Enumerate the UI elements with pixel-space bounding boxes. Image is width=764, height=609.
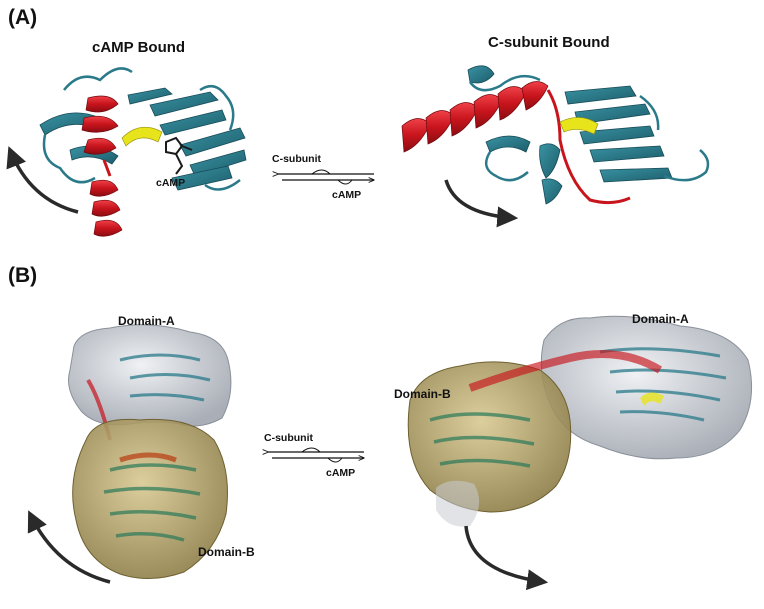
c-subunit-bound-title: C-subunit Bound — [488, 34, 610, 51]
left-surface-model: Domain-A Domain-B — [27, 314, 255, 584]
camp-bound-loops — [42, 67, 241, 191]
rotation-arrow-right-a — [444, 179, 519, 228]
left-domain-a-label: Domain-A — [118, 314, 175, 328]
right-domain-a-label: Domain-A — [632, 312, 689, 326]
equilibrium-b: C-subunit cAMP — [264, 432, 364, 479]
right-domain-b-label: Domain-B — [394, 387, 451, 401]
camp-ligand-label: cAMP — [156, 177, 185, 189]
rotation-arrow-left-b — [27, 510, 111, 584]
left-domain-b-surface — [72, 418, 228, 580]
camp-bound-hinge — [121, 126, 163, 147]
rotation-arrow-right-b — [464, 525, 549, 591]
equilibrium-a: C-subunit cAMP — [272, 153, 374, 201]
c-subunit-bound-red-loop — [546, 89, 631, 205]
right-surface-helix — [468, 350, 663, 392]
right-surface-model: Domain-A Domain-B — [394, 312, 753, 591]
camp-bound-structure: cAMP Bound — [6, 39, 247, 237]
c-subunit-bound-hinge — [559, 117, 599, 135]
left-domain-b-label: Domain-B — [198, 545, 255, 559]
rotation-arrow-left-a — [6, 146, 79, 214]
camp-ligand — [165, 136, 193, 175]
camp-bound-title: cAMP Bound — [92, 39, 185, 56]
panel-b-label: (B) — [8, 264, 37, 287]
right-domain-a-surface — [540, 315, 753, 460]
equilibrium-b-reverse-label: cAMP — [326, 467, 355, 479]
camp-bound-helix — [81, 95, 123, 237]
equilibrium-b-forward-label: C-subunit — [264, 432, 313, 444]
equilibrium-a-reverse-label: cAMP — [332, 189, 361, 201]
equilibrium-a-forward-label: C-subunit — [272, 153, 321, 165]
c-subunit-bound-beta-sheet — [485, 85, 673, 205]
camp-bound-beta-sheet — [39, 87, 247, 191]
panel-a-label: (A) — [8, 6, 37, 29]
c-subunit-bound-helix — [401, 81, 549, 153]
c-subunit-bound-structure: C-subunit Bound — [401, 34, 710, 228]
c-subunit-bound-loops — [468, 74, 710, 182]
